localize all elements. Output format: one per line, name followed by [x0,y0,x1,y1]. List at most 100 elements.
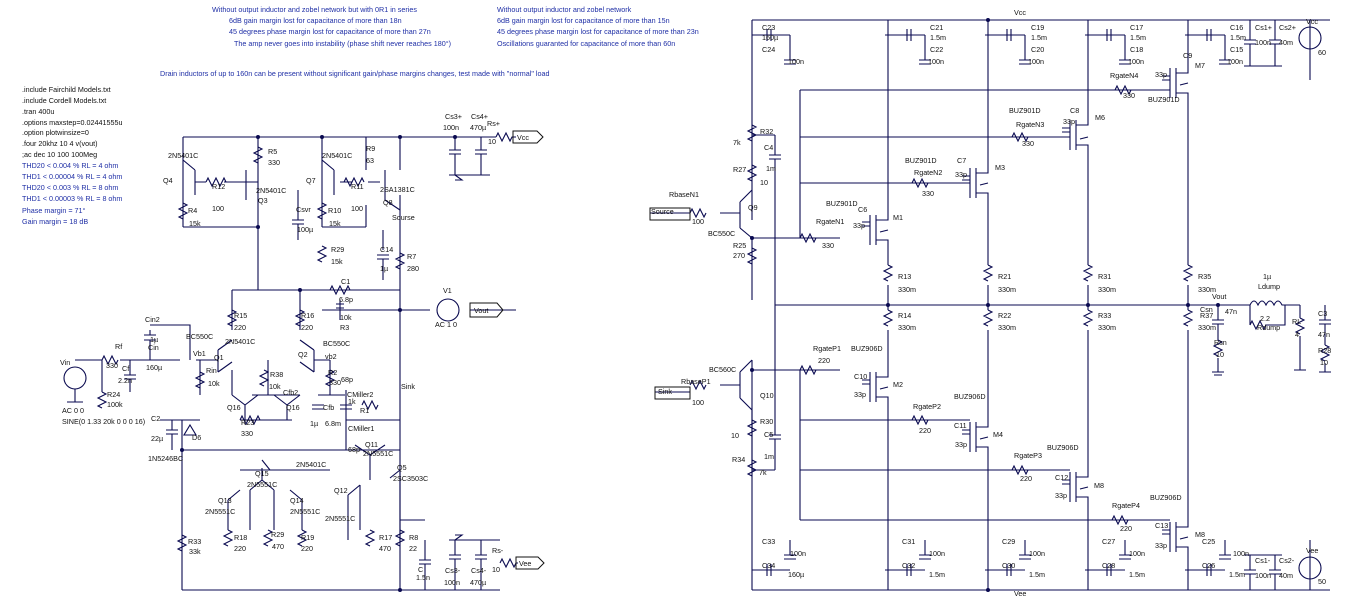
component-label: 7k [733,138,741,147]
component-label: C12 [1055,473,1068,482]
component-label: R5 [268,147,277,156]
component-label: R34 [732,455,745,464]
component-label: Sink [401,382,415,391]
component-label: 100 [692,217,704,226]
component-label: RbaseP1 [681,377,711,386]
component-label: Cs2- [1279,556,1295,565]
component-label: R21 [998,272,1011,281]
component-label: Csn [1200,305,1213,314]
directive-6: .four 20khz 10 4 v(vout) [22,139,98,148]
directive-2: .include Cordell Models.txt [22,96,106,105]
component-label: R4 [188,206,197,215]
component-label: 330m [898,323,916,332]
component-label: C14 [380,245,393,254]
component-label: 6.8p [339,295,353,304]
component-label: 10k [269,382,281,391]
component-label: 10 [492,565,500,574]
component-label: RgateN2 [914,168,942,177]
component-label: 330 [1022,139,1034,148]
component-label: Cs4- [471,566,487,575]
component-label: CMiller2 [347,390,373,399]
junction-dots [180,18,1220,592]
component-label: 220 [234,544,246,553]
component-label: 100n [1128,57,1144,66]
component-label: 330 [329,378,341,387]
component-label: 100µ [297,225,313,234]
component-label: 2N5401C [256,186,286,195]
component-label: 40m [1279,571,1293,580]
spice-directives: .include Fairchild Models.txt .include C… [22,85,123,226]
output-stage-wiring [650,19,1331,591]
component-label: BUZ906D [1150,493,1182,502]
component-label: 50 [1318,577,1326,586]
component-label: BC550C [186,332,213,341]
component-label: R37 [1200,311,1213,320]
component-label: 1.5m [1029,570,1045,579]
component-label: 220 [919,426,931,435]
component-label: RgateN4 [1110,71,1138,80]
component-label: 220 [1120,524,1132,533]
component-label: Vb1 [193,349,206,358]
component-label: C26 [1202,561,1215,570]
component-label: Rs- [492,546,504,555]
component-label: 1.5m [1031,33,1047,42]
component-label: Q1 [214,353,224,362]
component-label: 330 [241,429,253,438]
component-label: RgateN1 [816,217,844,226]
component-label: R12 [212,182,225,191]
component-label: 33p [1063,117,1075,126]
component-label: 2N5401C [322,151,352,160]
component-label: Rdump [1257,323,1280,332]
note-right-2: 6dB gain margin lost for capacitance of … [497,16,670,25]
component-label: C6 [858,205,867,214]
component-label: 160µ [762,33,778,42]
component-label: 7k [759,468,767,477]
note-left-2: 6dB gain margin lost for capacitance of … [229,16,402,25]
component-label: 330m [1098,323,1116,332]
component-label: M6 [1095,113,1105,122]
component-label: 2N5551C [325,514,355,523]
component-label: 160µ [788,570,804,579]
component-label: 100 [692,398,704,407]
component-label: RgateN3 [1016,120,1044,129]
component-label: Source [651,207,674,216]
component-label: Vcc [1014,8,1026,17]
component-label: 47n [1318,330,1330,339]
component-label: CMiller1 [348,424,374,433]
component-label: 15k [329,219,341,228]
component-label: R25 [733,241,746,250]
component-label: 2N5401C [225,337,255,346]
directive-3: .tran 400u [22,107,54,116]
component-label: 1µ [310,419,318,428]
component-label: R10 [328,206,341,215]
component-label: Sink [658,387,672,396]
component-label: M3 [995,163,1005,172]
component-label: Cs1+ [1255,23,1272,32]
directive-13: Gain margin = 18 dB [22,217,88,226]
component-label: BUZ901D [905,156,937,165]
component-label: Q5 [397,463,407,472]
component-label: R32 [760,127,773,136]
component-label: R23 [241,418,254,427]
note-right-3: 45 degrees phase margin lost for capacit… [497,27,699,36]
component-label: 330m [1198,285,1216,294]
component-label: Cin2 [145,315,160,324]
directive-5: .option plotwinsize=0 [22,128,89,137]
component-label: R35 [1198,272,1211,281]
component-label: 22µ [151,434,163,443]
component-label: 470 [379,544,391,553]
component-label: 100 [351,204,363,213]
component-label: 2SA1381C [380,185,415,194]
component-label: 10 [731,431,739,440]
component-label: 100n [444,578,460,587]
component-label: RgateP3 [1014,451,1042,460]
component-label: C23 [762,23,775,32]
component-label: C18 [1130,45,1143,54]
component-label: 2N5401C [296,460,326,469]
component-label: 6.8m [325,419,341,428]
component-label: Vout [1212,292,1226,301]
component-label: 100n [1029,549,1045,558]
component-label: 1.5m [929,570,945,579]
directive-8: THD20 < 0.004 % RL = 4 ohm [22,161,118,170]
component-label: 15k [331,257,343,266]
